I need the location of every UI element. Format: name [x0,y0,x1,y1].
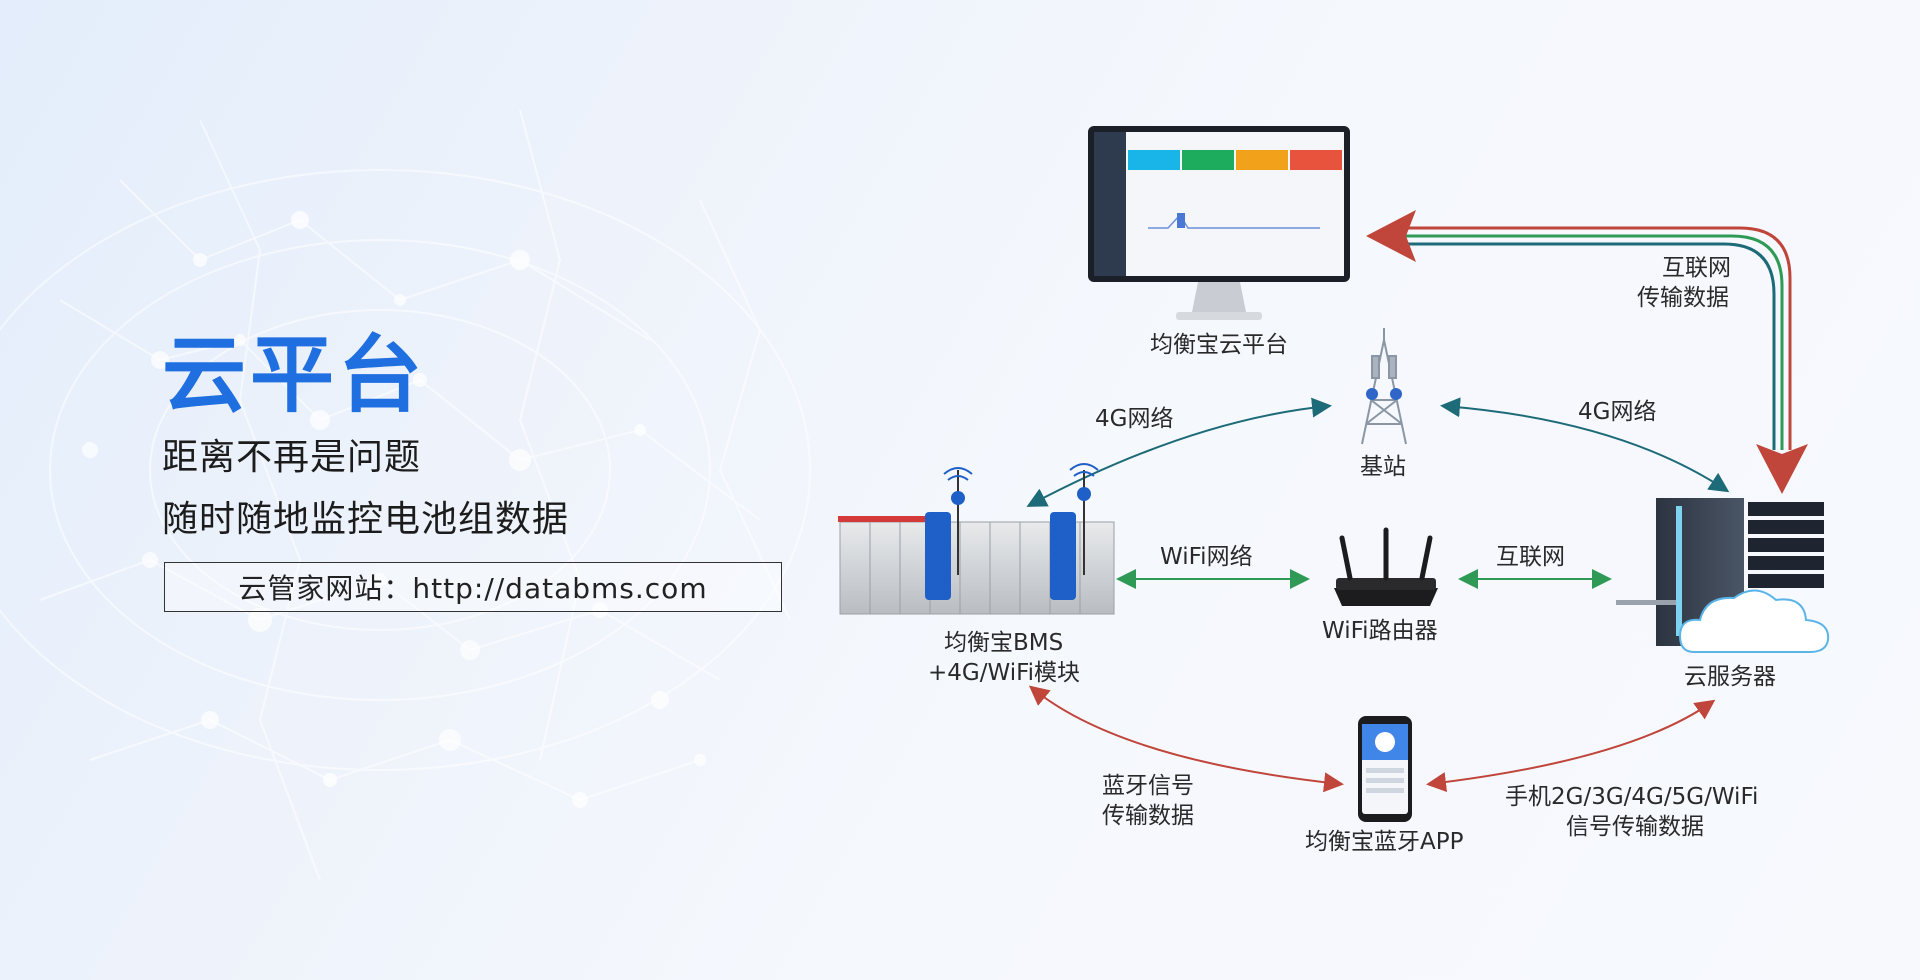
internet-link-platform-server [1390,226,1792,450]
internet-transfer-label-2: 传输数据 [1637,285,1729,311]
app-label: 均衡宝蓝牙APP [1305,829,1464,855]
link-basestation-server [1440,397,1730,493]
bluetooth-label-2: 传输数据 [1102,803,1194,829]
4g-network-label-left: 4G网络 [1095,406,1174,432]
monitor-icon [1088,126,1350,320]
wifi-router-icon [1334,527,1438,606]
platform-label: 均衡宝云平台 [1150,332,1288,358]
smartphone-icon [1358,716,1412,822]
4g-network-label-right: 4G网络 [1578,399,1657,425]
link-bms-basestation [1026,397,1332,507]
hero-title: 云平台 [162,326,427,424]
battery-bank-icon [838,463,1115,615]
website-text: 云管家网站：http://databms.com [238,572,708,605]
arrow-head-to-platform [1366,210,1416,262]
wifi-network-label: WiFi网络 [1160,544,1253,570]
link-app-server [1426,699,1716,793]
arrow-head-to-server [1756,444,1808,494]
internet-label: 互联网 [1496,544,1565,570]
bms-label-2: +4G/WiFi模块 [928,660,1081,686]
hero-subtitle-1: 距离不再是问题 [162,437,422,478]
router-label: WiFi路由器 [1322,618,1438,644]
mobile-signal-label-2: 信号传输数据 [1566,814,1704,840]
server-rack-cloud-icon [1616,498,1830,653]
cloud-server-label: 云服务器 [1684,664,1776,690]
internet-transfer-label-1: 互联网 [1662,255,1731,281]
link-bms-app [1028,685,1344,793]
base-station-label: 基站 [1360,454,1406,480]
website-link[interactable]: 云管家网站：http://databms.com [164,562,782,612]
cell-tower-icon [1361,328,1407,445]
mobile-signal-label-1: 手机2G/3G/4G/5G/WiFi [1505,784,1759,810]
hero-subtitle-2: 随时随地监控电池组数据 [162,499,570,540]
bms-label-1: 均衡宝BMS [944,630,1064,656]
bluetooth-label-1: 蓝牙信号 [1102,773,1194,799]
